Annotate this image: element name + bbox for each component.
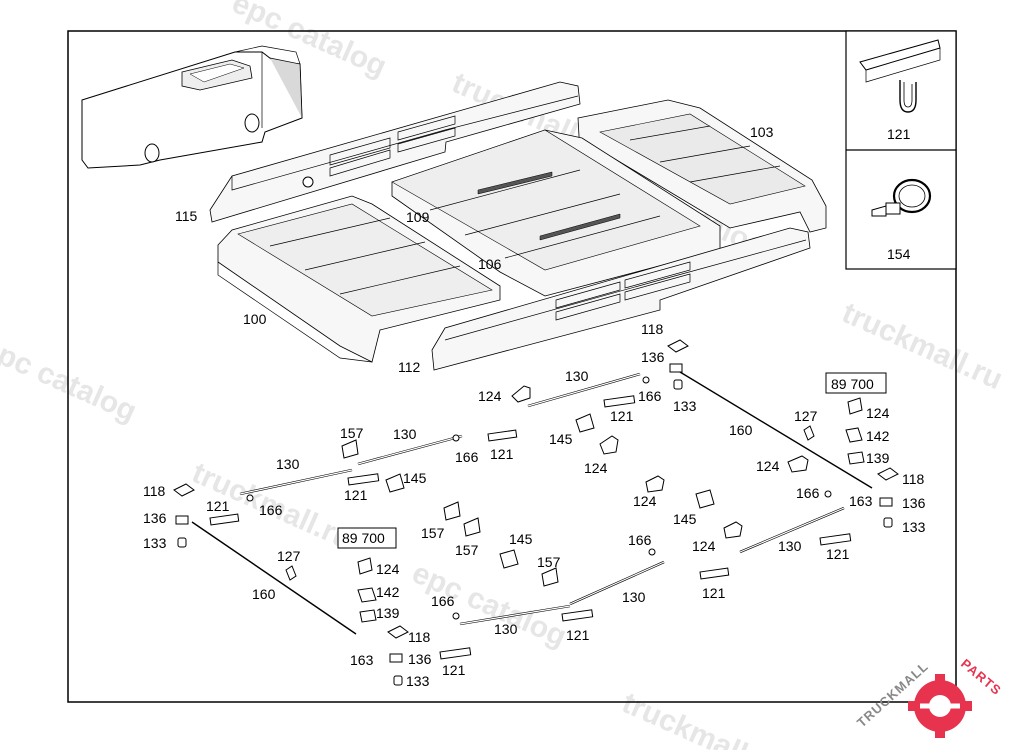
label-139: 139 <box>376 605 400 621</box>
label-136: 136 <box>143 510 167 526</box>
label-163: 163 <box>350 652 374 668</box>
label-136: 136 <box>641 349 665 365</box>
diagram-frame <box>67 30 957 703</box>
label-121: 121 <box>206 498 230 514</box>
label-157: 157 <box>455 542 479 558</box>
label-142: 142 <box>866 428 890 444</box>
inset-label-154: 154 <box>887 246 911 262</box>
label-136: 136 <box>408 651 432 667</box>
label-121: 121 <box>490 446 514 462</box>
label-145: 145 <box>509 531 533 547</box>
fittings <box>173 339 899 686</box>
gear-icon <box>908 674 972 738</box>
label-145: 145 <box>403 470 427 486</box>
label-145: 145 <box>549 431 573 447</box>
label-130: 130 <box>622 589 646 605</box>
label-157: 157 <box>340 425 364 441</box>
label-124: 124 <box>584 460 608 476</box>
label-160: 160 <box>729 422 753 438</box>
watermark-text-5: epc catalog <box>0 331 141 428</box>
label-157: 157 <box>537 554 561 570</box>
label-166: 166 <box>455 449 479 465</box>
label-133: 133 <box>406 673 430 689</box>
label-106: 106 <box>478 256 502 272</box>
cables <box>191 371 873 635</box>
label-160: 160 <box>252 586 276 602</box>
cable-clamp-154-icon <box>871 178 932 217</box>
label-124: 124 <box>633 493 657 509</box>
roof-strip-112 <box>431 227 811 371</box>
label-118: 118 <box>143 483 166 499</box>
label-118: 118 <box>408 629 431 645</box>
label-124: 124 <box>376 561 400 577</box>
vehicle-outline <box>81 45 303 169</box>
label-121: 121 <box>566 627 590 643</box>
clip-121-icon <box>859 39 941 113</box>
label-130: 130 <box>393 426 417 442</box>
label-124: 124 <box>692 538 716 554</box>
label-166: 166 <box>796 485 820 501</box>
label-89700: 89 700 <box>342 530 385 546</box>
part-labels: 115 109 103 106 100 112 118 136 130 124 … <box>143 124 926 689</box>
label-166: 166 <box>431 593 455 609</box>
label-124: 124 <box>866 405 890 421</box>
ref-box-89700-left <box>337 527 397 549</box>
label-136: 136 <box>902 495 926 511</box>
label-133: 133 <box>673 398 697 414</box>
label-130: 130 <box>778 538 802 554</box>
label-145: 145 <box>673 511 697 527</box>
roof-panel-109 <box>391 129 721 297</box>
label-142: 142 <box>376 584 400 600</box>
ref-box-89700-right <box>825 372 887 394</box>
label-166: 166 <box>628 532 652 548</box>
label-118: 118 <box>902 471 925 487</box>
label-121: 121 <box>610 408 634 424</box>
inset-panel: 121 154 <box>845 30 957 270</box>
label-100: 100 <box>243 311 267 327</box>
label-124: 124 <box>756 458 780 474</box>
label-133: 133 <box>143 535 167 551</box>
label-166: 166 <box>638 388 662 404</box>
rods <box>239 372 845 626</box>
roof-strip-115 <box>209 81 581 223</box>
label-130: 130 <box>494 621 518 637</box>
label-124: 124 <box>478 388 502 404</box>
label-133: 133 <box>902 519 926 535</box>
label-127: 127 <box>794 408 818 424</box>
label-103: 103 <box>750 124 774 140</box>
label-109: 109 <box>406 209 430 225</box>
label-130: 130 <box>276 456 300 472</box>
label-121: 121 <box>344 487 368 503</box>
label-121: 121 <box>442 662 466 678</box>
label-121: 121 <box>826 546 850 562</box>
label-166: 166 <box>259 502 283 518</box>
label-118: 118 <box>641 321 664 337</box>
brand-logo: TRUCKMALL PARTS <box>854 656 1005 738</box>
brand-suffix: PARTS <box>958 656 1004 698</box>
label-115: 115 <box>175 208 198 224</box>
label-121: 121 <box>702 585 726 601</box>
label-89700: 89 700 <box>831 376 874 392</box>
watermark-text-8: truckmall.ru <box>617 686 787 750</box>
label-163: 163 <box>849 493 873 509</box>
inset-label-121: 121 <box>887 126 911 142</box>
label-157: 157 <box>421 525 445 541</box>
label-139: 139 <box>866 450 890 466</box>
roof-panel-100 <box>217 195 501 363</box>
label-112: 112 <box>398 359 421 375</box>
roof-panel-103 <box>577 99 827 233</box>
label-127: 127 <box>277 548 301 564</box>
label-130: 130 <box>565 368 589 384</box>
